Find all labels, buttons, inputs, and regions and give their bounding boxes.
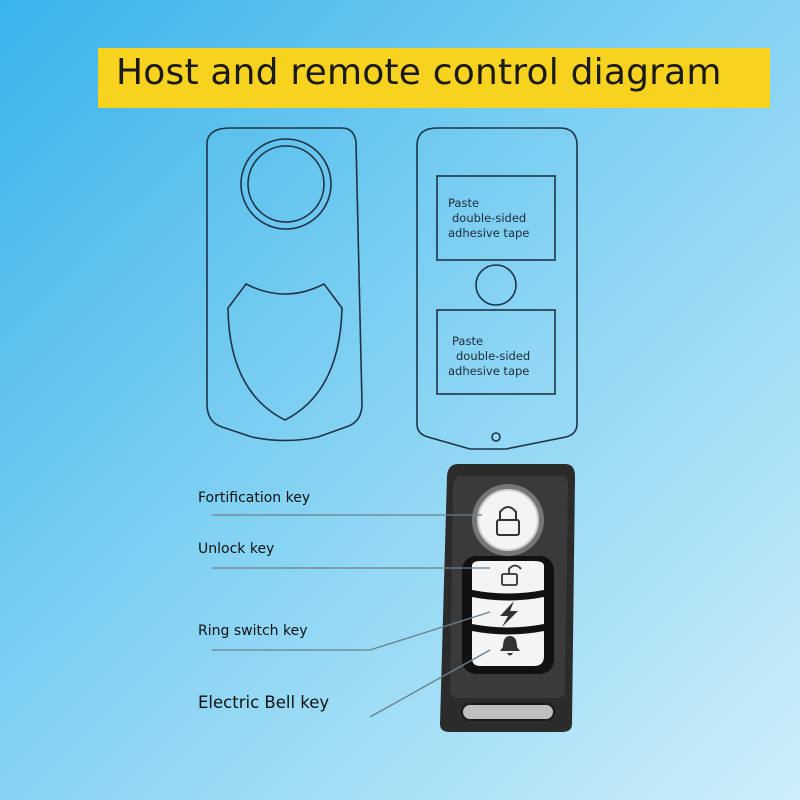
host-front-outline bbox=[206, 127, 363, 442]
screw-hole bbox=[491, 432, 501, 442]
lightning-icon bbox=[500, 601, 518, 627]
tape-label-bottom-line3: adhesive tape bbox=[448, 364, 530, 378]
electric-bell-key-label: Electric Bell key bbox=[198, 693, 330, 712]
tape-area-top bbox=[436, 175, 556, 261]
tape-label-top-line2: double-sided bbox=[452, 211, 527, 225]
unlock-button[interactable] bbox=[472, 561, 544, 594]
shield-icon bbox=[227, 282, 343, 421]
lock-icon bbox=[496, 506, 520, 536]
tape-label-bottom-line1: Paste bbox=[452, 334, 484, 348]
tape-label-bottom: Paste double-sided adhesive tape bbox=[448, 334, 530, 379]
tape-area-bottom bbox=[436, 309, 556, 395]
host-back bbox=[416, 127, 578, 450]
tape-label-top-line3: adhesive tape bbox=[448, 226, 530, 240]
ring-switch-key-label: Ring switch key bbox=[198, 623, 308, 639]
unlock-icon bbox=[501, 564, 522, 586]
siren-speaker-outer bbox=[240, 138, 332, 230]
diagram-title: Host and remote control diagram bbox=[116, 52, 722, 93]
siren-speaker-inner bbox=[247, 145, 325, 223]
remote-control bbox=[440, 464, 575, 732]
callout-lines bbox=[212, 514, 491, 718]
host-front bbox=[206, 127, 363, 442]
fortification-key-label: Fortification key bbox=[198, 490, 311, 506]
remote-bottom-slot bbox=[461, 703, 555, 721]
mount-hole bbox=[475, 264, 517, 306]
callout-ring-switch bbox=[212, 611, 491, 651]
tape-label-top: Paste double-sided adhesive tape bbox=[448, 196, 529, 241]
host-back-outline bbox=[416, 127, 578, 450]
bell-icon bbox=[500, 636, 520, 656]
title-banner bbox=[98, 48, 770, 108]
tape-label-top-line1: Paste bbox=[448, 196, 480, 210]
tape-label-bottom-line2: double-sided bbox=[456, 349, 531, 363]
unlock-key-label: Unlock key bbox=[198, 541, 275, 557]
callout-electric-bell bbox=[369, 649, 491, 718]
